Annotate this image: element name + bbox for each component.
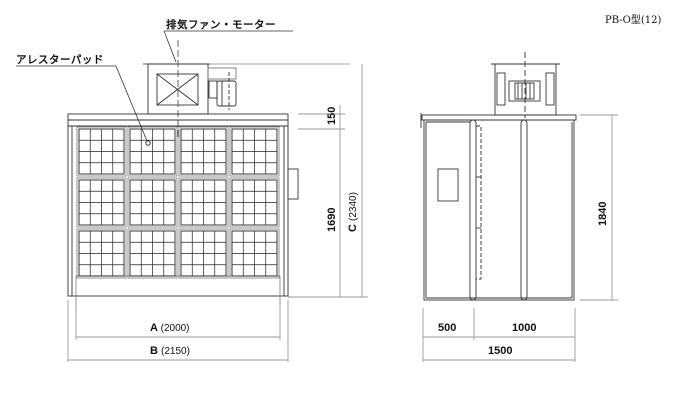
arrestor-pad bbox=[76, 177, 127, 228]
arrestor-pad bbox=[229, 177, 280, 228]
model-label: PB-O型(12) bbox=[605, 15, 662, 26]
arrestor-pad bbox=[127, 177, 178, 228]
arrestor-pad bbox=[127, 126, 178, 177]
side-view bbox=[420, 52, 577, 301]
fan-motor-callout: 排気ファン・モーター bbox=[166, 19, 276, 31]
fan-housing bbox=[143, 40, 350, 140]
arrestor-pad bbox=[229, 126, 280, 177]
dim-1840: 1840 bbox=[597, 201, 609, 226]
dim-1690: 1690 bbox=[326, 207, 338, 232]
dim-c-total-height: C (2340) bbox=[347, 192, 359, 232]
arrestor-pad bbox=[178, 177, 229, 228]
arrestor-pad bbox=[229, 228, 280, 279]
dim-1000: 1000 bbox=[512, 322, 537, 334]
front-view bbox=[67, 40, 350, 305]
dim-150: 150 bbox=[326, 106, 338, 125]
dim-500: 500 bbox=[438, 322, 457, 334]
dim-1500: 1500 bbox=[488, 345, 513, 357]
side-dimensions bbox=[422, 114, 618, 362]
arrestor-pad bbox=[178, 228, 229, 279]
arrestor-pad bbox=[127, 228, 178, 279]
arrestor-pad bbox=[76, 228, 127, 279]
arrestor-pad-callout: アレスターパッド bbox=[16, 54, 104, 66]
dim-a-inner-width: A (2000) bbox=[150, 322, 190, 334]
dim-b-outer-width: B (2150) bbox=[150, 345, 190, 357]
callout-leaders bbox=[16, 30, 293, 142]
arrestor-pad bbox=[178, 126, 229, 177]
front-dimensions bbox=[67, 64, 368, 362]
arrestor-pad bbox=[76, 126, 127, 177]
